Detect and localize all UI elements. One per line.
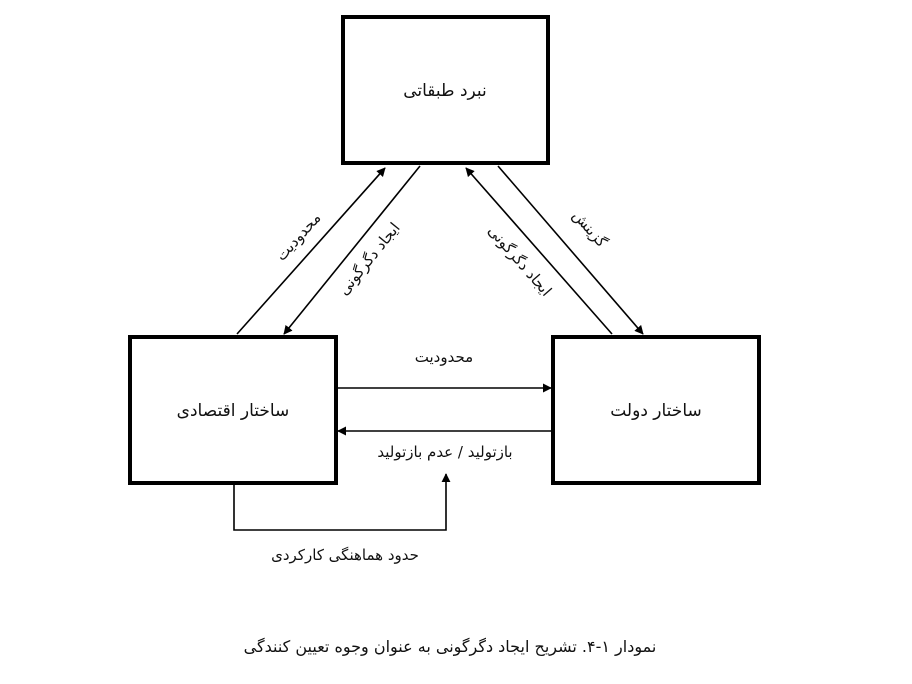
functional-compatibility-arrow [233,473,451,531]
econ-to-state-label: محدودیت [415,348,473,366]
state-to-class-arrow [465,167,613,335]
state-to-class-label: ایجاد دگرگونی [484,222,555,300]
economic-structure-box [128,335,338,485]
economic-structure-label: ساختار اقتصادی [177,401,290,421]
econ-to-class-label: محدودیت [272,209,324,264]
class-to-econ-arrow [283,165,421,335]
class-to-state-label: گزینش [569,206,612,251]
class-struggle-label: نبرد طبقاتی [403,81,487,101]
state-to-econ-label: بازتولید / عدم بازتولید [377,443,512,461]
class-to-state-arrow [497,165,644,335]
functional-compatibility-label: حدود هماهنگی کارکردی [271,546,419,564]
figure-caption: نمودار ۱-۴. تشریح ایجاد دگرگونی به عنوان… [244,637,657,657]
class-struggle-box [341,15,550,165]
state-structure-label: ساختار دولت [610,401,702,421]
econ-to-class-arrow [236,167,386,335]
state-structure-box [551,335,761,485]
